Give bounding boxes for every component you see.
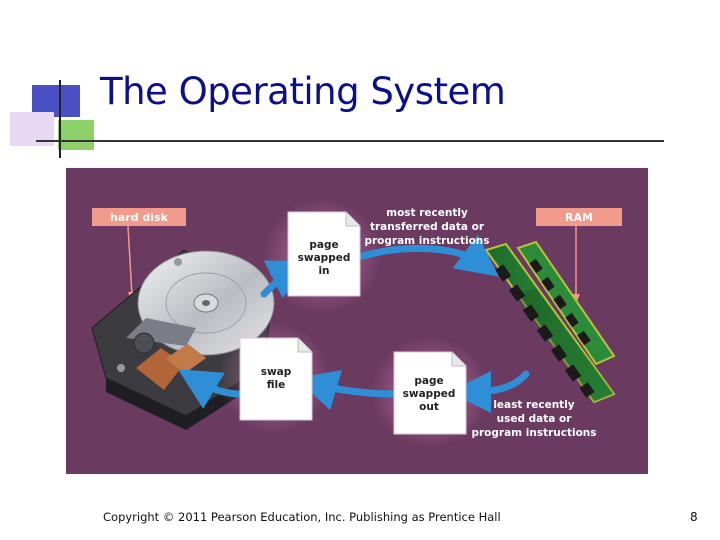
swap-diagram: hard disk RAM — [66, 168, 648, 474]
title-underline — [36, 140, 664, 142]
page-swapped-in-line-1: page — [309, 239, 338, 251]
caption-least-recent-line-2: used data or — [497, 413, 573, 425]
caption-most-recent-line-3: program instructions — [364, 235, 489, 247]
slide-title: The Operating System — [100, 70, 506, 113]
page-number: 8 — [690, 510, 698, 524]
deco-square-green — [58, 120, 94, 150]
caption-least-recent-line-1: least recently — [493, 399, 574, 411]
arrow-swap-to-disk — [177, 369, 244, 409]
deco-square-blue — [32, 85, 80, 117]
page-swap-file: swap file — [239, 337, 313, 421]
swap-file-line-1: swap — [261, 366, 292, 378]
hard-disk-pointer — [127, 225, 133, 297]
caption-most-recent: most recently transferred data or progra… — [364, 207, 489, 247]
page-swapped-in-line-2: swapped — [298, 252, 351, 264]
page-swapped-out-line-1: page — [414, 375, 443, 387]
copyright-footer: Copyright © 2011 Pearson Education, Inc.… — [103, 510, 501, 524]
swap-diagram-svg: hard disk RAM — [66, 168, 648, 474]
hard-disk-label: hard disk — [110, 211, 169, 224]
ram-label: RAM — [565, 211, 593, 224]
ram-label-box: RAM — [536, 208, 622, 304]
arrow-ram-to-page-out — [449, 370, 530, 413]
deco-vertical-line — [59, 80, 61, 158]
ram-module-image — [484, 240, 616, 404]
page-swapped-out-line-2: swapped — [403, 388, 456, 400]
page-swapped-in-line-3: in — [318, 265, 329, 277]
caption-least-recent-line-3: program instructions — [471, 427, 596, 439]
caption-most-recent-line-2: transferred data or — [370, 221, 485, 233]
caption-least-recent: least recently used data or program inst… — [471, 399, 596, 439]
arrow-page-in-to-ram — [358, 234, 499, 277]
page-swapped-in: page swapped in — [287, 211, 361, 297]
caption-most-recent-line-1: most recently — [386, 207, 468, 219]
swap-file-line-2: file — [267, 379, 286, 391]
arrow-page-out-to-swap — [295, 369, 400, 411]
page-swapped-out: page swapped out — [393, 351, 467, 435]
page-swapped-out-line-3: out — [419, 401, 439, 413]
